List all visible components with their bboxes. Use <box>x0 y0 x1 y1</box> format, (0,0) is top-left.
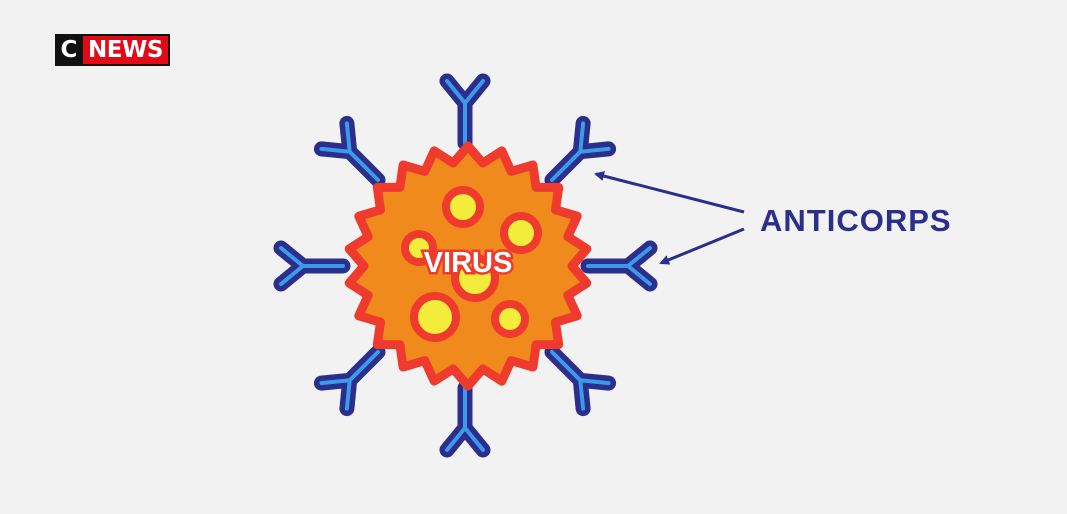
virus-spot <box>401 230 437 266</box>
virus-spot <box>410 292 460 342</box>
antibody-top-right <box>539 123 608 192</box>
antibody-right <box>588 248 650 284</box>
virus-spot <box>500 212 542 254</box>
antibody-bottom <box>447 388 483 450</box>
virus-spot <box>451 254 499 302</box>
antibody-left <box>281 248 343 284</box>
cnews-logo: C NEWS <box>55 34 170 66</box>
antibody-top-left <box>321 123 390 192</box>
virus-spot <box>491 300 529 338</box>
virus-label: VIRUS <box>424 247 513 279</box>
antibody-bottom-left <box>321 339 390 408</box>
logo-word: NEWS <box>83 34 170 66</box>
callout-arrow-upper <box>594 171 745 214</box>
anticorps-label: ANTICORPS <box>760 203 952 238</box>
anticorps-callout: ANTICORPS <box>594 171 952 265</box>
antibody-bottom-right <box>539 339 608 408</box>
callout-arrow-lower <box>659 227 745 265</box>
antibody-top <box>447 81 483 143</box>
logo-letter: C <box>55 34 83 66</box>
virus-spot <box>442 186 484 228</box>
virus-particle: VIRUS <box>344 141 592 391</box>
